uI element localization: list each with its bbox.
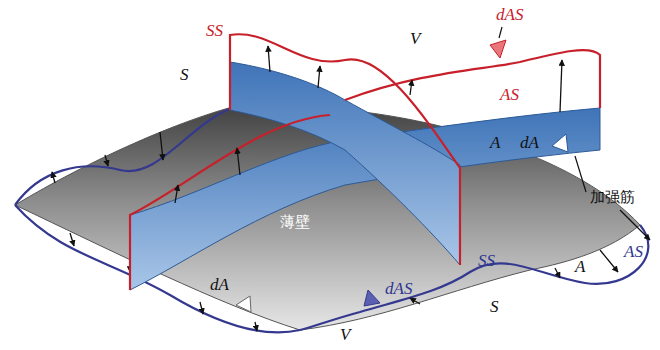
stiffener-distribution-curves [130,34,600,290]
area-symbol: AS [624,243,643,260]
area-element-label: dAS [496,6,523,23]
area-element [236,296,251,312]
boundary-symbol: S [180,66,189,83]
volume-symbol: V [340,326,350,343]
area-element [364,290,380,306]
area-element [490,40,506,58]
area-element [552,134,568,152]
area-element-label: dA [210,276,229,293]
stiffener-arrows [175,46,562,203]
volume-symbol: V [410,30,420,47]
leader-line [575,156,586,192]
stress-symbol: SS [478,252,495,269]
part-name: 加强筋 [590,190,635,205]
boundary-symbol: S [490,298,499,315]
part-name: 薄壁 [280,215,310,230]
area-symbol: AS [500,86,519,103]
area-element-label: dA [520,134,539,151]
stress-symbol: SS [206,22,223,39]
area-element-label: dAS [385,280,412,297]
area-symbol: A [490,134,500,151]
leader-line [499,27,502,38]
stiffener-rib [230,62,460,265]
area-symbol: A [575,258,585,275]
